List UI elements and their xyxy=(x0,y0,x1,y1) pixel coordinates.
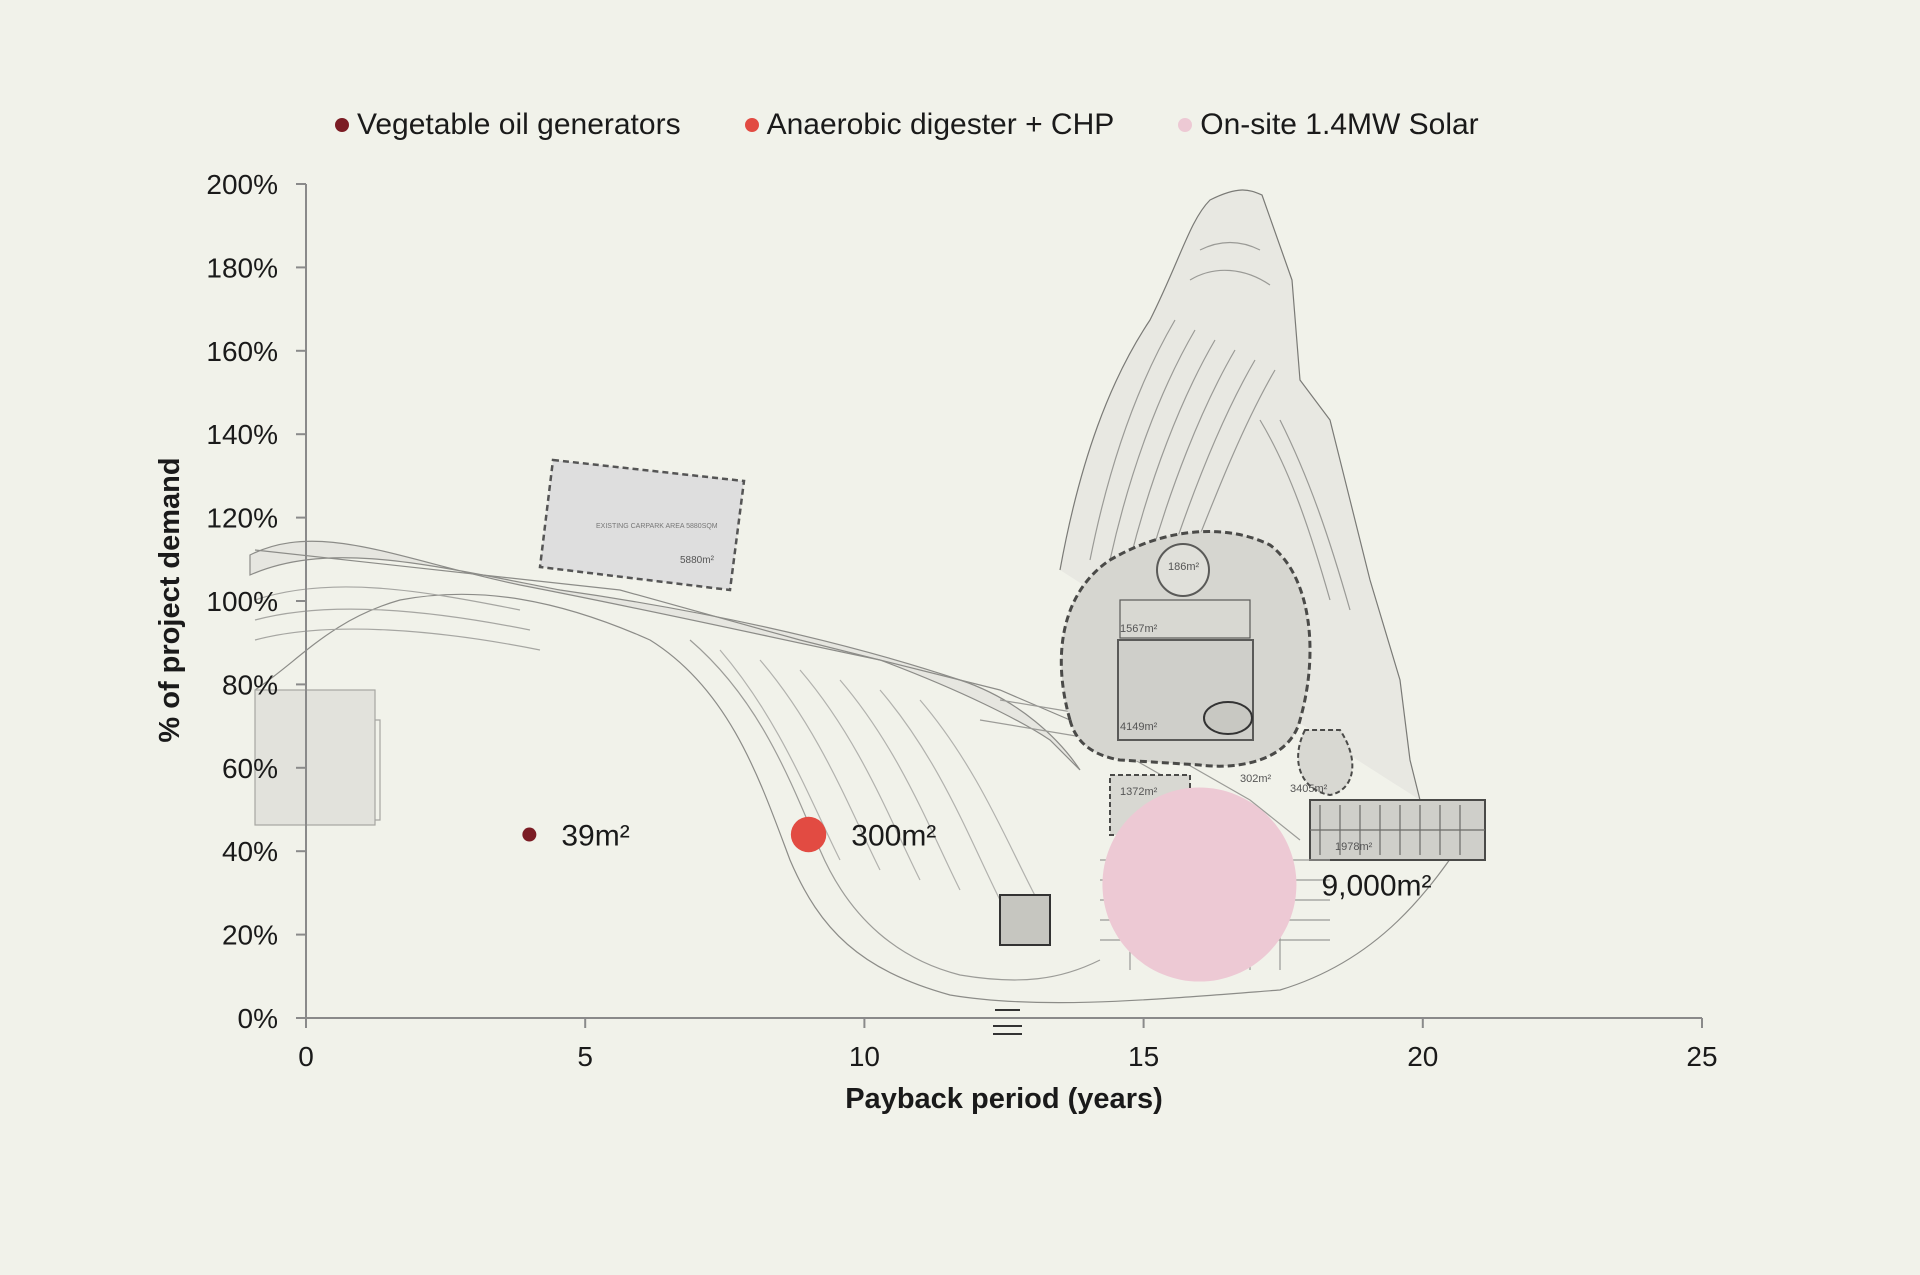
bubble-series: 39m² 300m² 9,000m² xyxy=(522,787,1432,982)
y-axis: 0% 20% 40% 60% 80% 100% 120% 140% 160% 180% 200% xyxy=(206,169,307,1034)
site-plan-contours-west xyxy=(254,586,541,821)
x-tick-label: 10 xyxy=(849,1041,880,1072)
plan-label-5880: 5880m² xyxy=(680,555,715,566)
y-axis-ticks: 0% 20% 40% 60% 80% 100% 120% 140% 160% 180% 200% xyxy=(206,169,306,1034)
site-plan-oval-feature xyxy=(1203,701,1253,735)
plan-label-1567: 1567m² xyxy=(1120,623,1158,635)
site-plan-structure xyxy=(999,894,1051,946)
site-plan-mountain-contours xyxy=(1089,241,1351,611)
y-tick-label: 60% xyxy=(222,753,278,784)
site-plan-road xyxy=(249,540,1081,771)
legend-swatch-solar xyxy=(1178,118,1193,132)
x-tick-label: 5 xyxy=(577,1041,593,1072)
plan-label-3405: 3405m² xyxy=(1290,783,1328,795)
bubble-2 xyxy=(1102,787,1297,982)
legend-label-anaerobic-digester: Anaerobic digester + CHP xyxy=(766,108,1115,141)
chart-legend: Vegetable oil generators Anaerobic diges… xyxy=(335,108,1543,142)
y-tick-label: 160% xyxy=(206,336,278,367)
plan-label-carpark: EXISTING CARPARK AREA 5880SQM xyxy=(596,523,718,530)
legend-label-vegetable-oil: Vegetable oil generators xyxy=(357,108,681,141)
bubble-label-2: 9,000m² xyxy=(1321,870,1431,903)
legend-item-anaerobic-digester: Anaerobic digester + CHP xyxy=(744,108,1115,142)
y-tick-label: 20% xyxy=(222,920,278,951)
bubble-0 xyxy=(522,827,537,842)
y-tick-label: 40% xyxy=(222,836,278,867)
site-plan-mountain-outline xyxy=(1059,189,1421,801)
site-plan-building-b xyxy=(1119,599,1251,639)
x-axis-ticks: 0 5 10 15 20 25 xyxy=(298,1018,1718,1072)
legend-item-vegetable-oil: Vegetable oil generators xyxy=(335,108,681,142)
y-tick-label: 180% xyxy=(206,252,278,283)
y-tick-label: 140% xyxy=(206,419,278,450)
legend-label-solar: On-site 1.4MW Solar xyxy=(1200,108,1479,141)
x-tick-label: 20 xyxy=(1407,1041,1438,1072)
site-plan-carpark xyxy=(538,458,746,592)
bubble-label-1: 300m² xyxy=(851,820,936,853)
site-plan-grid-east xyxy=(1310,805,1485,855)
y-tick-label: 120% xyxy=(206,503,278,534)
site-plan-dome xyxy=(1156,543,1210,597)
site-plan-drawing: EXISTING CARPARK AREA 5880SQM 5880m² 186… xyxy=(249,189,1486,1035)
x-axis: 0 5 10 15 20 25 xyxy=(298,1017,1718,1072)
x-tick-label: 25 xyxy=(1686,1041,1717,1072)
plan-label-186: 186m² xyxy=(1168,561,1200,573)
bubble-label-0: 39m² xyxy=(561,820,629,853)
plan-label-1978: 1978m² xyxy=(1335,841,1373,853)
x-tick-label: 0 xyxy=(298,1041,314,1072)
y-axis-title: % of project demand xyxy=(154,457,186,742)
y-tick-label: 100% xyxy=(206,586,278,617)
site-plan-field xyxy=(254,689,376,826)
legend-item-solar: On-site 1.4MW Solar xyxy=(1178,108,1479,142)
site-plan-outline-west xyxy=(254,549,1471,1004)
site-plan-small-ring xyxy=(1297,729,1354,797)
bubble-1 xyxy=(790,816,827,853)
site-plan-steps xyxy=(993,1009,1022,1035)
x-axis-title: Payback period (years) xyxy=(845,1083,1163,1115)
y-tick-label: 80% xyxy=(222,669,278,700)
plan-label-1372: 1372m² xyxy=(1120,786,1158,798)
legend-swatch-vegetable-oil xyxy=(335,118,349,132)
x-tick-label: 15 xyxy=(1128,1041,1159,1072)
plan-label-302: 302m² xyxy=(1240,773,1272,785)
site-plan-valley xyxy=(689,639,1101,981)
site-plan-contours-valley xyxy=(719,649,1041,906)
plan-label-4149: 4149m² xyxy=(1120,721,1158,733)
y-tick-label: 200% xyxy=(206,169,278,200)
y-tick-label: 0% xyxy=(238,1003,278,1034)
legend-swatch-anaerobic-digester xyxy=(744,118,759,132)
